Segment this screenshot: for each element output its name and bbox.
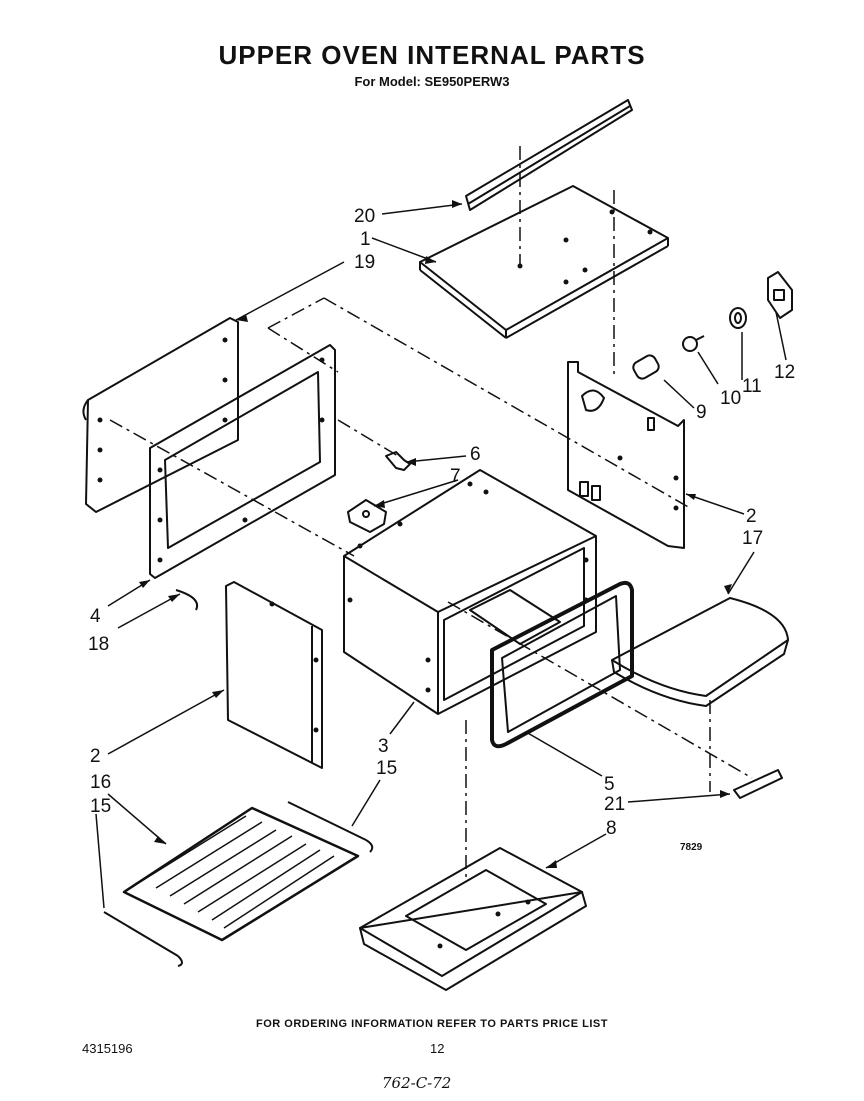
part-10-light-bulb <box>682 335 705 352</box>
leader-lines <box>95 203 787 909</box>
callout-20: 20 <box>354 206 375 227</box>
callout-labels: 20 1 19 12 11 10 9 6 7 2 17 4 18 3 2 15 … <box>88 206 795 839</box>
callout-3: 3 <box>378 736 389 757</box>
part-7-hinge-bracket <box>347 499 387 533</box>
part-16-oven-rack <box>122 806 360 942</box>
leader-arrowheads <box>139 200 732 868</box>
callout-15-left: 15 <box>90 796 111 817</box>
part-4-door-frame <box>149 344 336 579</box>
callout-21: 21 <box>604 794 625 815</box>
callout-15-right: 15 <box>376 758 397 779</box>
part-19-door-liner <box>82 317 239 513</box>
callout-9: 9 <box>696 402 707 423</box>
callout-11: 11 <box>742 376 762 397</box>
part-8-broiler-drawer <box>359 847 587 991</box>
part-17-broil-pan <box>611 597 789 707</box>
alignment-lines <box>109 146 753 878</box>
callout-19: 19 <box>354 252 375 273</box>
callout-12: 12 <box>774 362 795 383</box>
callout-6: 6 <box>470 444 481 465</box>
part-21-bracket <box>733 769 783 799</box>
callout-17: 17 <box>742 528 763 549</box>
callout-8: 8 <box>606 818 617 839</box>
part-6-screw <box>385 451 411 471</box>
callout-18: 18 <box>88 634 109 655</box>
ordering-info: FOR ORDERING INFORMATION REFER TO PARTS … <box>256 1018 608 1030</box>
model-subtitle: For Model: SE950PERW3 <box>354 74 510 89</box>
handwritten-note: 762-C-72 <box>382 1074 452 1092</box>
document-number: 4315196 <box>82 1041 133 1056</box>
part-18-clip <box>175 589 198 611</box>
callout-2-right: 2 <box>746 506 757 527</box>
part-11-lamp-socket <box>729 307 747 329</box>
part-15-rack-support-right <box>287 801 374 853</box>
callout-5: 5 <box>604 774 615 795</box>
part-5-element-loop <box>490 580 634 749</box>
part-2-side-panel <box>225 581 323 769</box>
callout-2-left: 2 <box>90 746 101 767</box>
callout-4: 4 <box>90 606 101 627</box>
page-title: UPPER OVEN INTERNAL PARTS <box>218 40 646 70</box>
figure-code: 7829 <box>680 842 703 853</box>
callout-10: 10 <box>720 388 741 409</box>
callout-1: 1 <box>360 229 371 250</box>
part-1-top-panel <box>419 185 669 339</box>
callout-16: 16 <box>90 772 111 793</box>
part-20-trim-strip <box>465 99 633 211</box>
callout-7: 7 <box>450 466 461 487</box>
part-15-rack-support-left <box>103 911 183 967</box>
part-2-rear-panel <box>567 361 685 549</box>
page-number: 12 <box>430 1041 445 1056</box>
part-12-bracket <box>767 271 793 319</box>
part-9-lamp-receptacle <box>632 354 660 380</box>
